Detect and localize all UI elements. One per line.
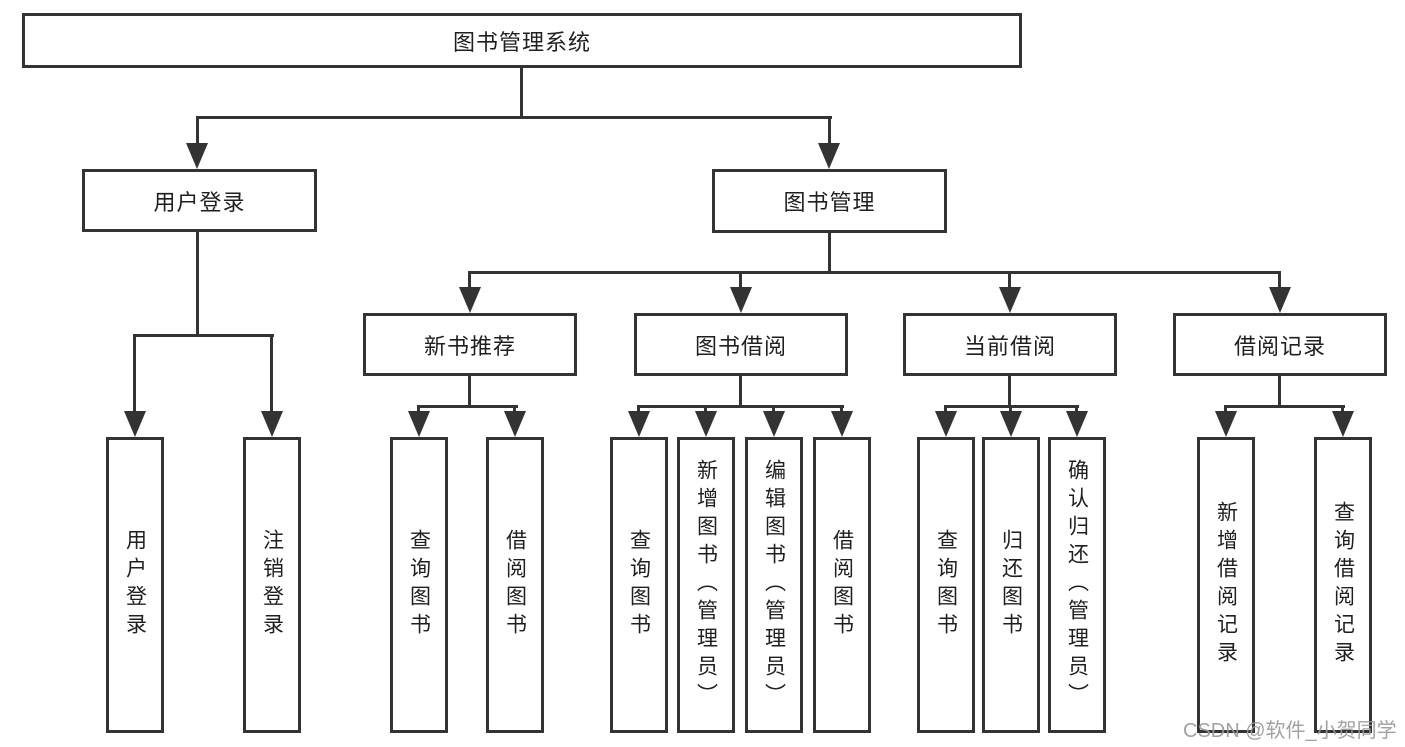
node-book-mgmt-label: 图书管理 [783,190,876,215]
leaf-cb-query-book-label: 查询图书 [934,529,958,641]
csdn-watermark: CSDN @软件_小贺同学 [1183,720,1397,742]
node-borrow-record-label: 借阅记录 [1233,333,1326,359]
leaf-cb-confirm-return: 确认归还（管理员） [1048,437,1106,733]
arrow-into-leaf-user-login [124,411,146,437]
leaf-bb-edit-book-label: 编辑图书（管理员） [762,459,786,711]
connector-l1-hbar [196,116,832,119]
connector-rec-stem [468,373,471,408]
leaf-bb-add-book: 新增图书（管理员） [677,437,735,733]
arrow-into-leaf-logout [261,411,283,437]
node-new-book-rec-label: 新书推荐 [423,333,516,359]
connector-bb-stem [739,373,742,408]
connector-br-shaft-1 [1224,405,1227,415]
node-user-login-label: 用户登录 [153,189,246,215]
connector-l1-shaft-left [196,116,199,146]
node-new-book-rec: 新书推荐 [363,313,577,376]
connector-login-shaft-2 [270,334,273,414]
leaf-user-login: 用户登录 [106,437,164,733]
connector-br-hbar [1224,405,1345,408]
arrow-into-leaf-br-add [1215,411,1237,437]
node-book-borrow-label: 图书借阅 [694,333,787,359]
connector-l1-shaft-right [828,116,831,146]
connector-bb-shaft-4 [840,405,843,415]
arrow-into-current-borrow [999,287,1021,313]
leaf-bb-query-book-label: 查询图书 [627,529,651,641]
connector-l2-shaft-1 [468,271,471,293]
arrow-into-leaf-bb-borrow [831,411,853,437]
leaf-br-query-record: 查询借阅记录 [1314,437,1372,733]
arrow-into-new-book-rec [459,287,481,313]
node-borrow-record: 借阅记录 [1173,313,1387,376]
connector-bb-shaft-2 [704,405,707,415]
leaf-br-add-record: 新增借阅记录 [1197,437,1255,733]
connector-l2-shaft-3 [1008,271,1011,293]
arrow-into-leaf-rec-query [408,411,430,437]
leaf-bb-borrow-book-label: 借阅图书 [830,529,854,641]
connector-cb-shaft-2 [1009,405,1012,415]
node-book-mgmt: 图书管理 [712,169,947,233]
leaf-rec-borrow-book: 借阅图书 [486,437,544,733]
leaf-logout-label: 注销登录 [260,529,284,641]
leaf-user-login-label: 用户登录 [123,529,147,641]
connector-root-stem [520,66,523,119]
leaf-bb-edit-book: 编辑图书（管理员） [745,437,803,733]
connector-cb-shaft-3 [1075,405,1078,415]
connector-rec-shaft-1 [417,405,420,415]
node-root-label: 图书管理系统 [452,29,591,55]
arrow-into-leaf-br-query [1332,411,1354,437]
node-book-borrow: 图书借阅 [634,313,848,376]
connector-l2-hbar [468,271,1281,274]
connector-br-stem [1278,373,1281,408]
connector-cb-stem [1008,373,1011,408]
arrow-into-leaf-bb-query [628,411,650,437]
connector-bb-shaft-1 [637,405,640,415]
connector-rec-hbar [417,405,518,408]
arrow-into-user-login [186,143,208,169]
leaf-rec-query-book: 查询图书 [390,437,448,733]
leaf-rec-borrow-book-label: 借阅图书 [503,529,527,641]
leaf-br-add-record-label: 新增借阅记录 [1214,501,1238,669]
arrow-into-leaf-bb-add [695,411,717,437]
connector-br-shaft-2 [1341,405,1344,415]
arrow-into-leaf-cb-query [935,411,957,437]
leaf-bb-add-book-label: 新增图书（管理员） [694,459,718,711]
leaf-cb-query-book: 查询图书 [917,437,975,733]
arrow-into-book-borrow [730,287,752,313]
connector-login-shaft-1 [133,334,136,414]
leaf-cb-return-book-label: 归还图书 [999,529,1023,641]
connector-cb-shaft-1 [944,405,947,415]
connector-l2-shaft-4 [1278,271,1281,293]
leaf-bb-query-book: 查询图书 [610,437,668,733]
leaf-rec-query-book-label: 查询图书 [407,529,431,641]
connector-bb-shaft-3 [772,405,775,415]
node-current-borrow-label: 当前借阅 [963,333,1056,359]
leaf-br-query-record-label: 查询借阅记录 [1331,501,1355,669]
node-current-borrow: 当前借阅 [903,313,1117,376]
leaf-bb-borrow-book: 借阅图书 [813,437,871,733]
node-user-login: 用户登录 [82,169,317,232]
leaf-cb-confirm-return-label: 确认归还（管理员） [1065,459,1089,711]
leaf-cb-return-book: 归还图书 [982,437,1040,733]
arrow-into-leaf-bb-edit [763,411,785,437]
arrow-into-borrow-record [1269,287,1291,313]
leaf-logout: 注销登录 [243,437,301,733]
connector-login-stem [196,229,199,337]
arrow-into-leaf-cb-return [1000,411,1022,437]
connector-rec-shaft-2 [513,405,516,415]
arrow-into-leaf-rec-borrow [504,411,526,437]
connector-mgmt-stem [828,230,831,274]
connector-bb-hbar [637,405,844,408]
connector-login-hbar [133,334,274,337]
connector-l2-shaft-2 [739,271,742,293]
node-root: 图书管理系统 [22,13,1022,68]
arrow-into-leaf-cb-confirm [1066,411,1088,437]
arrow-into-book-mgmt [818,143,840,169]
